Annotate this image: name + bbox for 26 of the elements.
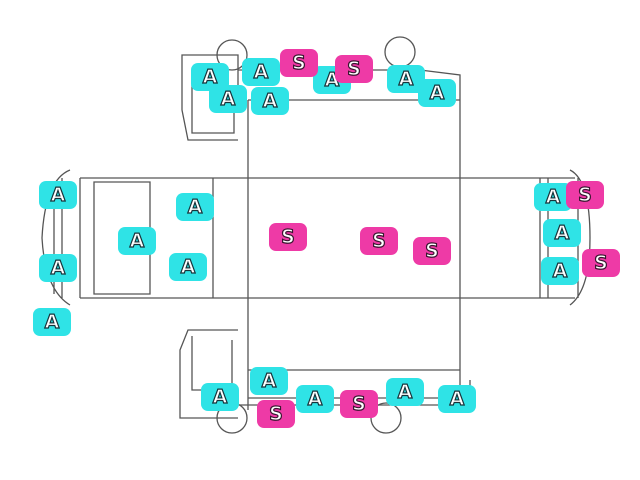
callout-marker: S	[566, 181, 604, 209]
callout-marker: S	[340, 390, 378, 418]
callout-marker: S	[280, 49, 318, 77]
callout-marker: A	[33, 308, 71, 336]
callout-marker: A	[296, 385, 334, 413]
callout-marker: A	[39, 181, 77, 209]
callout-marker: A	[541, 257, 579, 285]
callout-marker: S	[413, 237, 451, 265]
callout-marker: A	[251, 87, 289, 115]
callout-marker: A	[118, 227, 156, 255]
callout-marker: A	[418, 79, 456, 107]
callout-marker: A	[39, 254, 77, 282]
callout-marker: A	[176, 193, 214, 221]
callout-marker: A	[543, 219, 581, 247]
callout-marker: A	[169, 253, 207, 281]
callout-marker: A	[438, 385, 476, 413]
callout-marker: A	[250, 367, 288, 395]
callout-marker: S	[269, 223, 307, 251]
callout-marker: S	[257, 400, 295, 428]
callout-marker: S	[360, 227, 398, 255]
callout-marker: A	[387, 65, 425, 93]
callout-marker: S	[582, 249, 620, 277]
callout-marker: A	[201, 383, 239, 411]
callout-marker: A	[209, 85, 247, 113]
callout-marker: A	[242, 58, 280, 86]
callout-marker: A	[386, 378, 424, 406]
